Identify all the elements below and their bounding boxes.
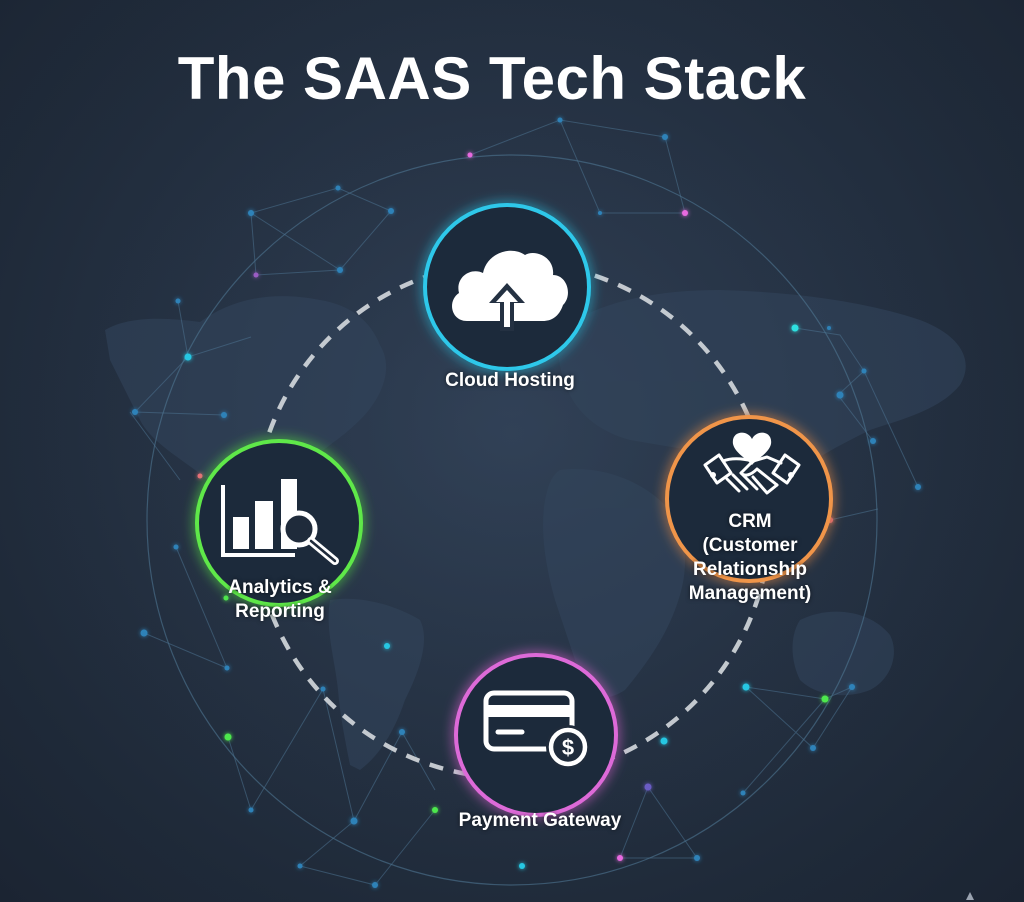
node-label-crm: CRM (Customer Relationship Management) (650, 510, 850, 606)
crm-label-line-4: Management) (688, 583, 812, 604)
crm-label-line-2: (Customer (702, 535, 798, 556)
node-label-payment-gateway: Payment Gateway (458, 810, 622, 831)
node-analytics (197, 441, 361, 605)
page-title: The SAAS Tech Stack (177, 45, 807, 112)
crm-label-line-1: CRM (728, 511, 772, 532)
node-payment-gateway: $ (456, 655, 616, 815)
handshake-heart-icon (703, 432, 801, 495)
node-cloud-hosting (425, 205, 589, 369)
node-crm (667, 417, 831, 581)
node-label-analytics: Analytics & Reporting (180, 576, 380, 624)
analytics-label-line-2: Reporting (235, 601, 325, 622)
globe-outline (146, 154, 878, 886)
world-map (105, 290, 966, 770)
credit-card-dollar-icon: $ (483, 690, 590, 769)
crm-label-line-3: Relationship (692, 559, 807, 580)
corner-watermark-icon (966, 892, 974, 900)
bar-chart-magnifier-icon (221, 479, 339, 565)
analytics-label-line-1: Analytics & (228, 577, 332, 598)
node-label-cloud-hosting: Cloud Hosting (445, 370, 575, 391)
svg-text:$: $ (562, 735, 574, 760)
cloud-upload-icon (452, 250, 568, 331)
